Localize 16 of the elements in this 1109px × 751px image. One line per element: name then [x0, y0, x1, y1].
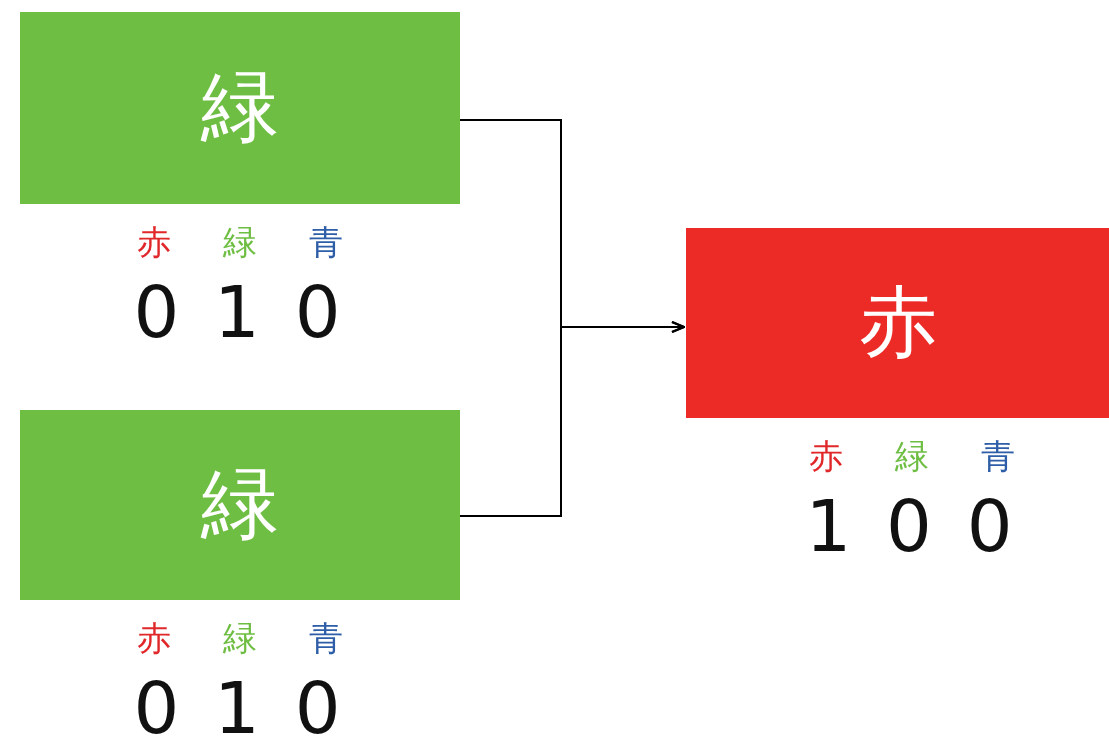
color-box: 緑	[20, 12, 460, 204]
color-label: 青	[308, 617, 344, 660]
color-label: 緑	[222, 617, 258, 660]
value-label: 0 1 0	[132, 270, 348, 354]
value-label: 1 0 0	[804, 484, 1020, 568]
value-label: 0 1 0	[132, 666, 348, 750]
color-box: 赤	[686, 228, 1109, 418]
color-label: 赤	[136, 617, 172, 660]
color-label: 青	[980, 435, 1016, 478]
color-label: 青	[308, 221, 344, 264]
color-label: 赤	[136, 221, 172, 264]
color-label: 赤	[808, 435, 844, 478]
color-label: 緑	[222, 221, 258, 264]
color-label: 緑	[894, 435, 930, 478]
arrow	[459, 321, 685, 517]
color-box: 緑	[20, 410, 460, 600]
